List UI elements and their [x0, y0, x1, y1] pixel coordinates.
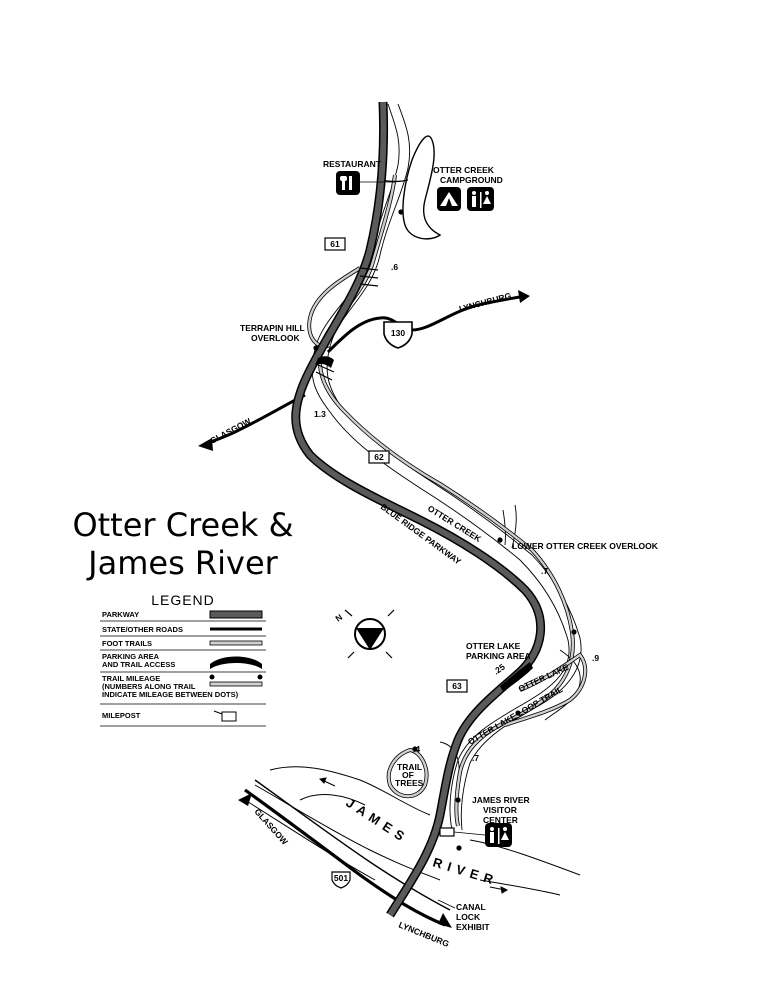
legend-mileage-label-1: TRAIL MILEAGE [102, 674, 160, 683]
campground-tent-icon [437, 187, 461, 211]
river-flow-arrows [318, 777, 509, 894]
legend-roads-label: STATE/OTHER ROADS [102, 625, 183, 634]
otter-lake-parking-label-2: PARKING AREA [466, 651, 531, 661]
campground-label-1: OTTER CREEK [433, 165, 495, 175]
campground-restroom-icon [467, 187, 494, 211]
canal-lock-label-3: EXHIBIT [456, 922, 490, 932]
legend-parking-label-1: PARKING AREA [102, 652, 160, 661]
milepost-61: 61 [324, 237, 346, 251]
bridges [315, 267, 379, 381]
terrapin-hill-label-1: TERRAPIN HILL [240, 323, 305, 333]
road-arrows [198, 290, 530, 928]
svg-text:61: 61 [330, 239, 340, 249]
mileage-0-25: .25 [491, 662, 507, 677]
legend-heading: LEGEND [151, 592, 215, 608]
river-label: R I V E R [431, 855, 496, 888]
legend-milepost-label: MILEPOST [102, 711, 141, 720]
mileage-0-7-a: .7 [541, 566, 548, 576]
james-river-banks [244, 766, 581, 896]
canal-lock-label-2: LOCK [456, 912, 481, 922]
trail-mileage-dots [313, 209, 577, 851]
legend-trails-swatch [209, 640, 263, 646]
compass-north-label: N [333, 612, 344, 624]
trail-of-trees-label-2: OF [402, 770, 414, 780]
svg-text:62: 62 [374, 452, 384, 462]
visitor-center-leader [453, 831, 486, 836]
visitor-center-building-icon [439, 827, 455, 837]
route-501-label: 501 [334, 873, 348, 883]
legend-parking-swatch [210, 656, 262, 669]
parking-areas [315, 356, 533, 692]
visitor-center-label-3: CENTER [483, 815, 518, 825]
lynchburg-top-label: LYNCHBURG [458, 290, 513, 314]
foot-trails [307, 174, 588, 827]
milepost-62: 62 [368, 450, 390, 464]
legend-mileage-label-3: INDICATE MILEAGE BETWEEN DOTS) [102, 690, 239, 699]
james-label: J A M E S [343, 795, 408, 844]
milepost-63: 63 [446, 679, 468, 693]
legend-mileage-label-2: (NUMBERS ALONG TRAIL [102, 682, 196, 691]
route-501-shield: 501 [331, 871, 351, 889]
mileage-0-7-b: .7 [472, 753, 479, 763]
mileage-0-6: .6 [391, 262, 398, 272]
compass-icon: N [333, 609, 395, 659]
svg-text:63: 63 [452, 681, 462, 691]
mileage-0-4: .4 [413, 744, 420, 754]
legend-parkway-label: PARKWAY [102, 610, 139, 619]
glasgow-bottom-label: GLASGOW [253, 807, 291, 848]
map-title-line-1: Otter Creek & [72, 506, 293, 544]
glasgow-top-label: GLASGOW [208, 415, 253, 445]
legend-milepost-swatch [213, 710, 237, 722]
route-130-label: 130 [391, 328, 405, 338]
restaurant-icon [336, 171, 360, 195]
legend-parkway-swatch [209, 610, 263, 619]
legend-parking-label-2: AND TRAIL ACCESS [102, 660, 175, 669]
visitor-center-label-1: JAMES RIVER [472, 795, 530, 805]
otter-creek-banks [311, 103, 582, 831]
canal-lock-leader [437, 899, 456, 909]
lower-otter-creek-overlook-label: LOWER OTTER CREEK OVERLOOK [512, 541, 659, 551]
legend: LEGEND PARKWAY STATE/OTHER ROADS FOOT TR… [100, 592, 266, 727]
otter-lake-parking-label-1: OTTER LAKE [466, 641, 521, 651]
route-130-shield: 130 [383, 321, 413, 349]
legend-trails-label: FOOT TRAILS [102, 639, 152, 648]
map-title-line-2: James River [86, 544, 279, 582]
blue-ridge-parkway [291, 101, 546, 918]
mileage-1-3: 1.3 [314, 409, 326, 419]
trail-of-trees-label-1: TRAIL [397, 762, 422, 772]
mileage-0-9: .9 [592, 653, 599, 663]
legend-mileage-swatch [209, 674, 263, 687]
trail-of-trees-label-3: TREES [395, 778, 424, 788]
campground-label-2: CAMPGROUND [440, 175, 503, 185]
restaurant-label: RESTAURANT [323, 159, 382, 169]
otter-lake-loop-trail-label: OTTER LAKE LOOP TRAIL [466, 684, 565, 747]
visitor-center-label-2: VISITOR [483, 805, 517, 815]
canal-lock-label-1: CANAL [456, 902, 486, 912]
visitor-center-restroom-icon [485, 823, 512, 847]
terrapin-hill-label-2: OVERLOOK [251, 333, 301, 343]
campground-loop-road [402, 135, 442, 240]
